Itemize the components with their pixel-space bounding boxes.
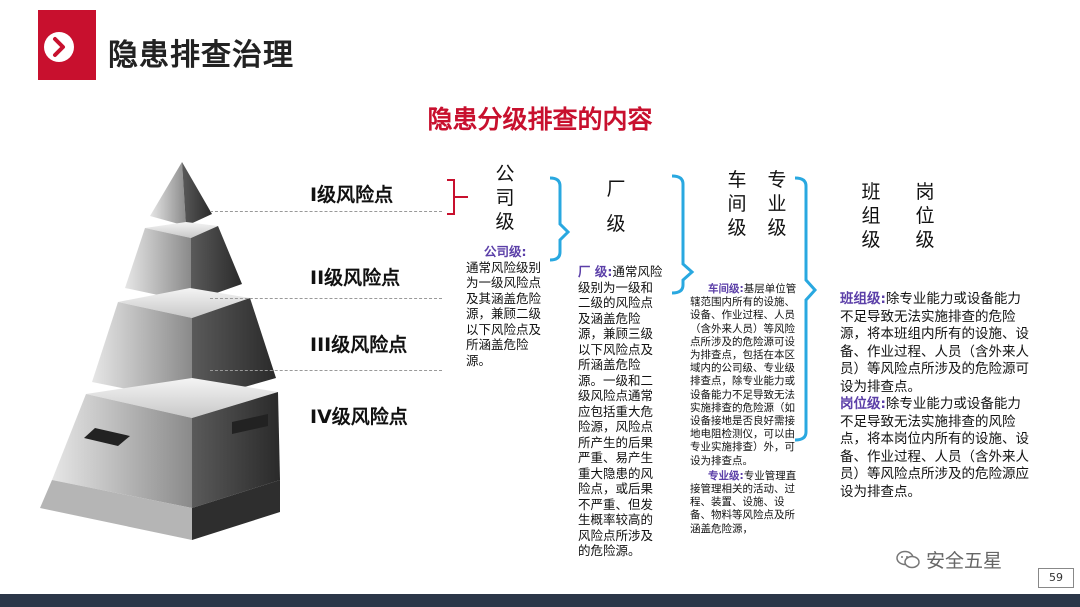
block-title: 厂 级: <box>578 264 613 279</box>
col-factory-header: 厂级 <box>605 172 627 242</box>
column-char-1: 专 <box>767 169 787 191</box>
column-char-2: 司 <box>495 187 515 209</box>
block-title: 班组级: <box>840 291 886 307</box>
column-char-1: 公 <box>495 163 515 185</box>
watermark: 安全五星 <box>896 546 1002 573</box>
column-char-2: 组 <box>861 205 881 227</box>
column-char-2: 间 <box>727 193 747 215</box>
column-char-3: 级 <box>727 217 747 239</box>
column-char-3: 级 <box>495 211 515 233</box>
column-char-2: 位 <box>915 205 935 227</box>
level-2-label: II级风险点 <box>310 267 401 289</box>
column-char-1: 岗 <box>915 181 935 203</box>
watermark-text: 安全五星 <box>926 550 1003 572</box>
col-team-header: 班组级 <box>860 180 882 252</box>
col-specialty-header: 专业级 <box>766 168 788 240</box>
column-char-1: 厂 <box>606 178 626 200</box>
wechat-icon <box>896 550 920 570</box>
block-title: 车间级: <box>708 283 744 295</box>
block-title: 岗位级: <box>840 396 886 412</box>
column-char-3: 级 <box>767 217 787 239</box>
level-3-label: III级风险点 <box>310 334 408 356</box>
level-4-label: IV级风险点 <box>310 406 408 428</box>
block-body: 通常风险级别为一级风险点及其涵盖危险源，兼顾二级以下风险点及所涵盖危险源。 <box>466 259 542 368</box>
block-body: 通常风险级别为一级和二级的风险点及涵盖危险源，兼顾三级以下风险点及所涵盖危险源。… <box>578 264 663 558</box>
column-char-3: 级 <box>915 229 935 251</box>
block-title: 专业级: <box>708 469 744 482</box>
divider-line <box>210 211 442 212</box>
workshop-level-block: 车间级:基层单位管辖范围内所有的设施、设备、作业过程、人员（含外来人员）等风险点… <box>690 283 805 536</box>
page-title: 隐患排查治理 <box>108 38 294 73</box>
col-company-header: 公司级 <box>494 162 516 234</box>
column-char-1: 班 <box>861 181 881 203</box>
column-char-3: 级 <box>861 229 881 251</box>
block-body: 除专业能力或设备能力不足导致无法实施排查的危险源，将本班组内所有的设施、设备、作… <box>840 291 1029 395</box>
factory-level-block: 厂 级:通常风险级别为一级和二级的风险点及涵盖危险源，兼顾三级以下风险点及所涵盖… <box>578 264 664 559</box>
col-post-header: 岗位级 <box>914 180 936 252</box>
footer-bar <box>0 594 1080 607</box>
divider-line <box>210 298 442 299</box>
page-number: 59 <box>1038 568 1074 588</box>
level-1-label: I级风险点 <box>310 184 394 206</box>
block-body: 专业管理直接管理相关的活动、过程、装置、设施、设备、物料等风险点及所涵盖危险源， <box>690 469 797 535</box>
block-body: 除专业能力或设备能力不足导致无法实施排查的风险点，将本岗位内所有的设施、设备、作… <box>840 396 1029 500</box>
chevron-right-icon <box>44 32 74 62</box>
team-post-level-block: 班组级:除专业能力或设备能力不足导致无法实施排查的危险源，将本班组内所有的设施、… <box>840 291 1034 501</box>
block-title: 公司级: <box>484 244 527 259</box>
company-level-block: 公司级: 通常风险级别为一级风险点及其涵盖危险源，兼顾二级以下风险点及所涵盖危险… <box>466 244 548 368</box>
column-char-2: 级 <box>606 213 626 235</box>
risk-pyramid <box>40 162 280 540</box>
col-workshop-header: 车间级 <box>726 168 748 240</box>
section-subtitle: 隐患分级排查的内容 <box>427 105 653 134</box>
block-body: 基层单位管辖范围内所有的设施、设备、作业过程、人员（含外来人员）等风险点所涉及的… <box>690 283 797 467</box>
column-char-1: 车 <box>727 169 747 191</box>
divider-line <box>210 370 442 371</box>
column-char-2: 业 <box>767 193 787 215</box>
